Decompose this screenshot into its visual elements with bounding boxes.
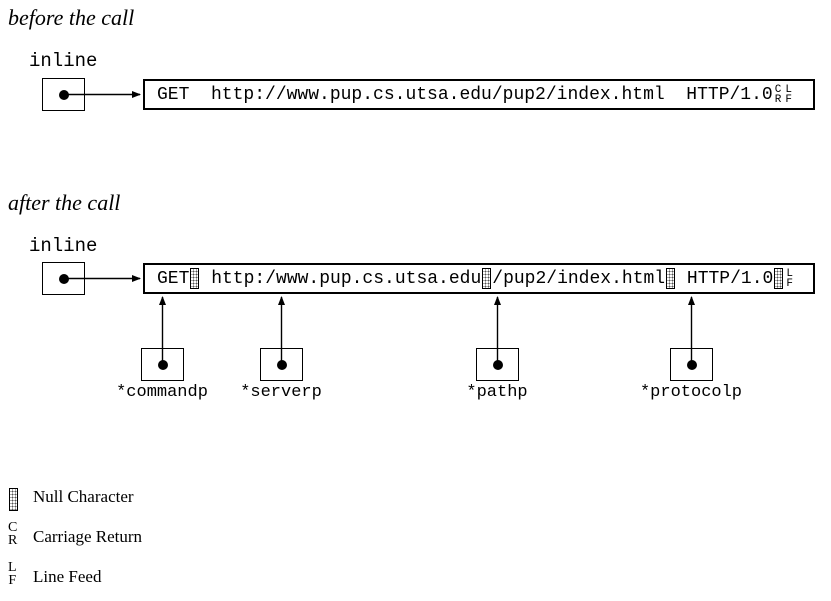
carriage-return-char-r: R (8, 533, 18, 548)
pointer-dot (58, 273, 69, 284)
string-segment: HTTP/1.0 (676, 268, 774, 289)
legend-null-character-icon (9, 488, 18, 511)
before-title: before the call (8, 5, 135, 30)
serverp-label: *serverp (240, 383, 322, 402)
pathp-pointer-box (476, 348, 519, 381)
pathp-label: *pathp (466, 383, 528, 402)
null-character-icon (190, 268, 200, 289)
after-title: after the call (8, 190, 121, 215)
string-segment: /pup2/index.html (492, 268, 666, 289)
legend-carriage-return-icon: C R (8, 520, 18, 548)
carriage-return-char: R (774, 93, 782, 106)
null-character-icon (482, 268, 492, 289)
null-character-icon (774, 268, 784, 289)
before-string-box: GET http://www.pup.cs.utsa.edu/pup2/inde… (143, 79, 815, 110)
after-string-box: GET http:/www.pup.cs.utsa.edu/pup2/index… (143, 263, 815, 294)
after-inline-pointer-box (42, 262, 85, 295)
before-inline-pointer-box (42, 78, 85, 111)
legend-carriage-return-label: Carriage Return (33, 527, 143, 546)
string-segment: GET http://www.pup.cs.utsa.edu/pup2/inde… (157, 84, 773, 105)
carriage-return-char-c: C (8, 520, 18, 535)
commandp-pointer-box (141, 348, 184, 381)
pointer-dot (157, 359, 168, 370)
pointer-dot (58, 89, 69, 100)
pointer-dot (492, 359, 503, 370)
protocolp-label: *protocolp (639, 383, 743, 402)
line-feed-char: F (786, 277, 793, 290)
carriage-return-char: C (774, 83, 782, 96)
line-feed-char-l: L (8, 560, 17, 575)
line-feed-char: F (785, 93, 792, 106)
commandp-label: *commandp (116, 383, 208, 402)
legend-null-character-label: Null Character (33, 487, 134, 506)
pointer-dot (686, 359, 697, 370)
string-segment: http:/www.pup.cs.utsa.edu (200, 268, 482, 289)
serverp-pointer-box (260, 348, 303, 381)
line-feed-char: L (786, 267, 793, 280)
after-inline-pointer-label: inline (29, 235, 98, 257)
before-inline-pointer-label: inline (29, 50, 98, 72)
null-character-icon (666, 268, 676, 289)
line-feed-char: L (785, 83, 792, 96)
line-feed-char-f: F (8, 573, 17, 588)
legend-line-feed-icon: L F (8, 560, 17, 588)
string-segment: GET (157, 268, 190, 289)
legend-line-feed-label: Line Feed (33, 567, 102, 586)
pointer-dot (276, 359, 287, 370)
protocolp-pointer-box (670, 348, 713, 381)
